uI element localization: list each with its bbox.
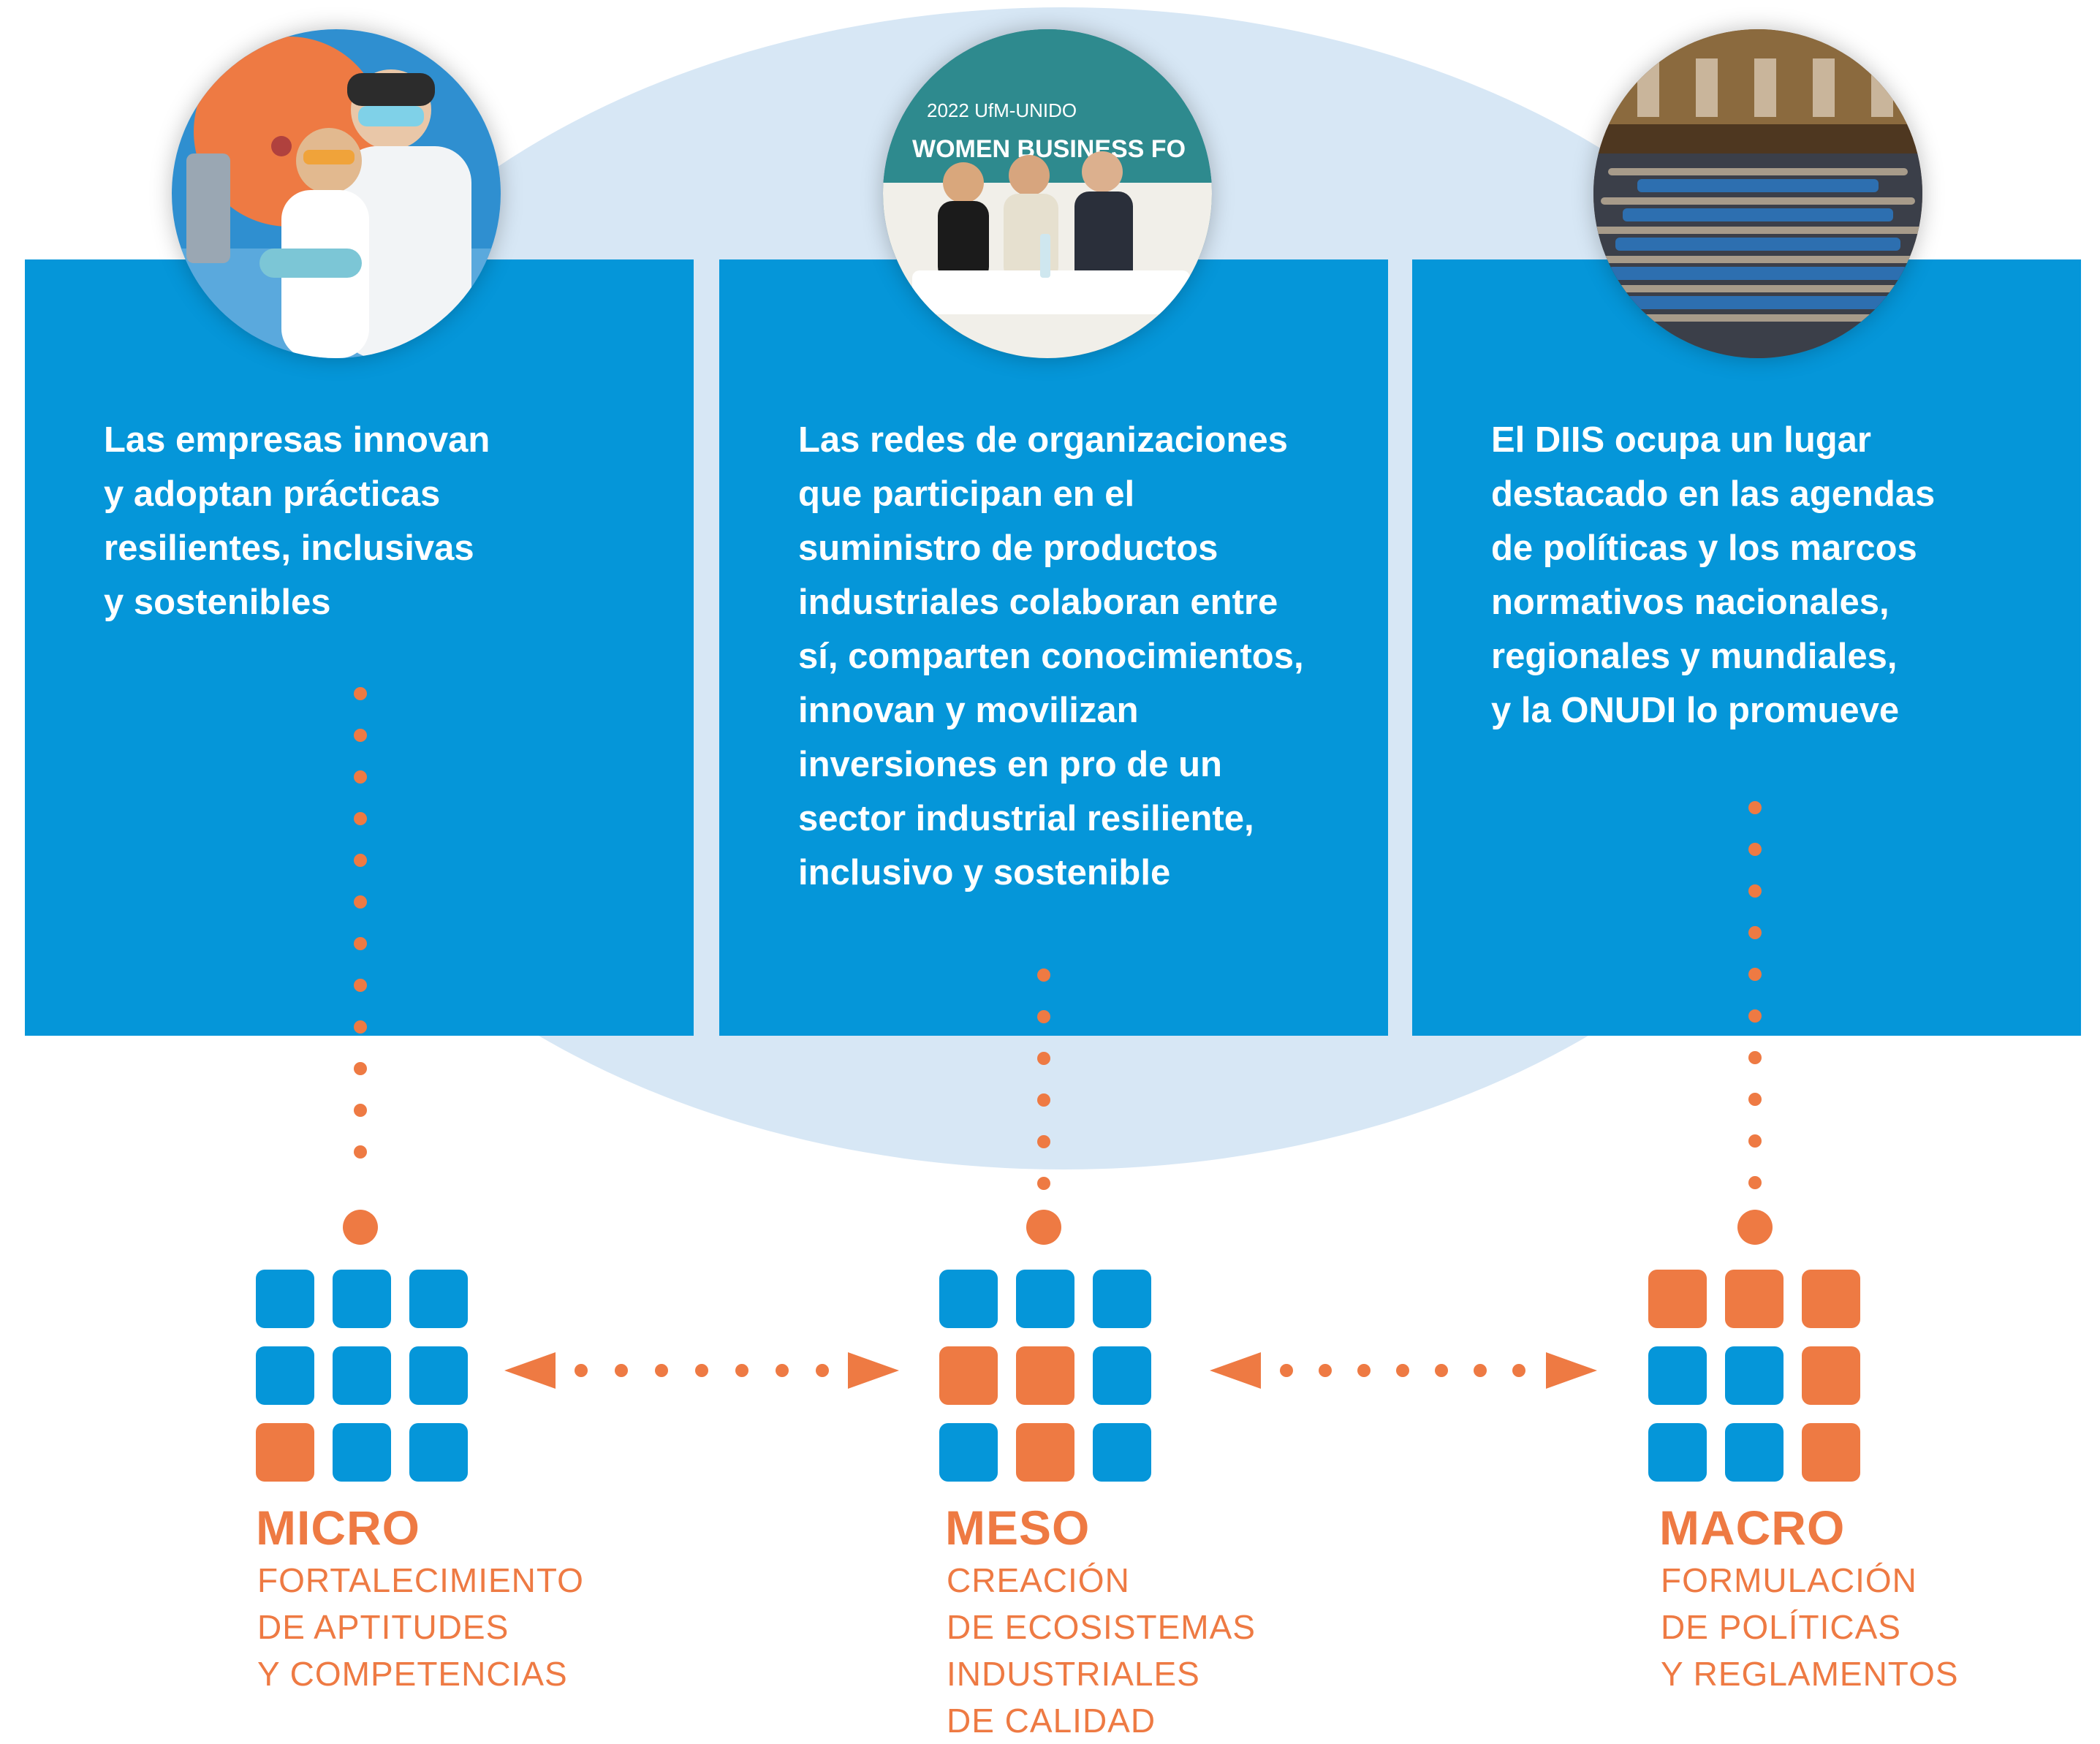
panel-micro: Las empresas innovan y adoptan prácticas… [25,259,694,1036]
dotted-line-meso [1037,968,1052,1202]
dotted-line-micro [354,687,368,1199]
node-dot-micro [343,1210,378,1245]
grid-cell-blue [333,1270,391,1328]
panel-macro: El DIIS ocupa un lugar destacado en las … [1412,259,2081,1036]
panel-micro-text: Las empresas innovan y adoptan prácticas… [104,420,490,622]
double-arrow-micro-meso [504,1352,899,1389]
grid-cell-blue [1648,1346,1707,1405]
grid-cell-blue [1016,1270,1074,1328]
panel-meso: Las redes de organizaciones que particip… [719,259,1388,1036]
level-subtitle-micro: FORTALECIMIENTO DE APTITUDES Y COMPETENC… [257,1561,584,1693]
grid-cell-blue [256,1270,314,1328]
level-subtitle-macro: FORMULACIÓN DE POLÍTICAS Y REGLAMENTOS [1661,1561,1959,1693]
grid-cell-blue [1648,1423,1707,1482]
double-arrow-meso-macro [1210,1352,1597,1389]
grid-cell-blue [409,1423,468,1482]
level-title-meso: MESO [945,1501,1091,1555]
forum-banner-year: 2022 UfM-UNIDO [927,99,1077,121]
level-title-micro: MICRO [256,1501,420,1555]
assembly-hall-photo [1593,29,1922,358]
grid-cell-orange [1802,1270,1860,1328]
laboratory-scientists-photo [172,29,501,358]
grid-cell-orange [1802,1346,1860,1405]
grid-cell-blue [409,1270,468,1328]
grid-cell-orange [1802,1423,1860,1482]
grid-cell-blue [1093,1423,1151,1482]
grid-cell-orange [1725,1270,1784,1328]
grid-cell-blue [1093,1346,1151,1405]
grid-cell-blue [939,1270,998,1328]
grid-cell-blue [939,1423,998,1482]
node-dot-macro [1737,1210,1773,1245]
grid-cell-orange [256,1423,314,1482]
grid-icon-micro [256,1270,468,1482]
grid-icon-macro [1648,1270,1860,1482]
level-title-macro: MACRO [1659,1501,1846,1555]
grid-cell-blue [333,1346,391,1405]
level-subtitle-meso: CREACIÓN DE ECOSISTEMAS INDUSTRIALES DE … [947,1561,1256,1740]
grid-cell-blue [409,1346,468,1405]
grid-icon-meso [939,1270,1151,1482]
grid-cell-orange [1648,1270,1707,1328]
business-forum-panel-photo: 2022 UfM-UNIDO WOMEN BUSINESS FO [883,29,1212,358]
grid-cell-blue [1725,1346,1784,1405]
grid-cell-blue [1725,1423,1784,1482]
panel-meso-text: Las redes de organizaciones que particip… [798,420,1304,892]
grid-cell-blue [256,1346,314,1405]
grid-cell-orange [1016,1346,1074,1405]
grid-cell-blue [1093,1270,1151,1328]
dotted-line-macro [1748,801,1763,1210]
node-dot-meso [1026,1210,1061,1245]
grid-cell-blue [333,1423,391,1482]
grid-cell-orange [1016,1423,1074,1482]
grid-cell-orange [939,1346,998,1405]
forum-banner-title: WOMEN BUSINESS FO [912,135,1186,163]
panel-macro-text: El DIIS ocupa un lugar destacado en las … [1491,420,1936,730]
